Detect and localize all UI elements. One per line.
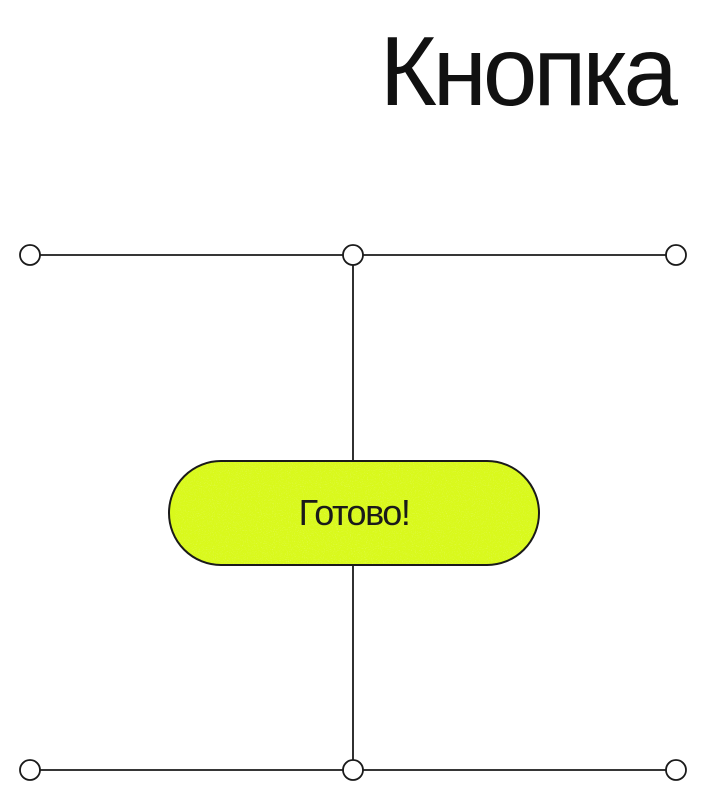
done-button[interactable]: Готово! xyxy=(168,460,540,566)
done-button-label: Готово! xyxy=(298,492,411,533)
guide-node-top-left xyxy=(19,244,41,266)
guide-node-top-right xyxy=(665,244,687,266)
guide-node-bottom-left xyxy=(19,759,41,781)
guide-node-top-center xyxy=(342,244,364,266)
page-title: Кнопка xyxy=(379,16,678,126)
guide-node-bottom-center xyxy=(342,759,364,781)
guide-node-bottom-right xyxy=(665,759,687,781)
